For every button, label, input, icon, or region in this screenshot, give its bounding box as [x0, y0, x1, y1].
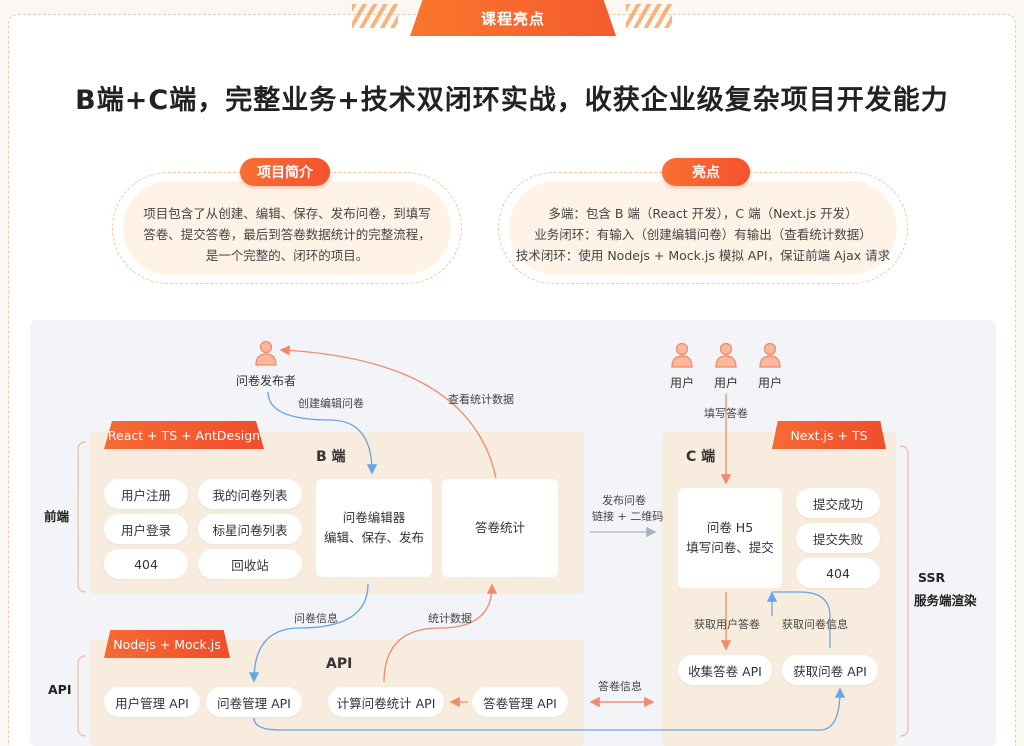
- b-pill-star-list: 标星问卷列表: [198, 514, 302, 544]
- b-pill-register: 用户注册: [104, 479, 188, 509]
- user-label: 用户: [757, 376, 782, 390]
- intro-title: 项目简介: [240, 158, 330, 186]
- b-pill-login: 用户登录: [104, 514, 188, 544]
- stats-data-label: 统计数据: [428, 612, 472, 625]
- highlights-title: 亮点: [662, 158, 750, 186]
- h5-desc: 填写问卷、提交: [686, 540, 774, 555]
- c-tech-tag: Next.js + TS: [772, 421, 886, 449]
- banner-stripes-right: [626, 4, 672, 28]
- c-end-panel: [662, 432, 896, 746]
- api-tech-tag: Nodejs + Mock.js: [104, 630, 230, 658]
- api-side-label: API: [48, 682, 72, 697]
- answer-info-label: 答卷信息: [598, 680, 642, 693]
- editor-title: 问卷编辑器: [342, 510, 406, 525]
- highlight-line: 多端：包含 B 端（React 开发），C 端（Next.js 开发）: [548, 206, 858, 221]
- fill-answer-label: 填写答卷: [704, 407, 748, 420]
- highlight-line: 技术闭环：使用 Nodejs + Mock.js 模拟 API，保证前端 Aja…: [515, 248, 891, 263]
- b-tech-tag: React + TS + AntDesign: [104, 421, 264, 449]
- c-api-pill-get: 获取问卷 API: [782, 655, 878, 685]
- questionnaire-info-label: 问卷信息: [294, 612, 338, 625]
- intro-line: 是一个完整的、闭环的项目。: [205, 248, 369, 263]
- c-api-pill-collect: 收集答卷 API: [678, 655, 772, 685]
- section-banner: 课程亮点: [410, 0, 616, 36]
- user-1: 用户: [662, 342, 702, 391]
- api-pill-stats: 计算问卷统计 API: [328, 687, 444, 717]
- c-pill-success: 提交成功: [796, 488, 880, 518]
- person-icon: [715, 342, 737, 368]
- api-pill-questionnaire: 问卷管理 API: [206, 687, 302, 717]
- api-title: API: [326, 656, 353, 672]
- api-pill-user: 用户管理 API: [104, 687, 200, 717]
- intro-line: 项目包含了从创建、编辑、保存、发布问卷，到填写: [143, 206, 431, 221]
- get-user-answer-label: 获取用户答卷: [694, 618, 760, 631]
- person-icon: [255, 340, 277, 366]
- publish-label: 发布问卷: [602, 494, 646, 507]
- get-questionnaire-label: 获取问卷信息: [782, 618, 848, 631]
- c-pill-404: 404: [796, 558, 880, 588]
- h5-card: 问卷 H5 填写问卷、提交: [678, 488, 782, 588]
- user-3: 用户: [750, 342, 790, 391]
- create-edit-label: 创建编辑问卷: [298, 397, 364, 410]
- answer-stats-card: 答卷统计: [442, 479, 558, 577]
- frontend-label: 前端: [44, 509, 70, 524]
- headline: B端+C端，完整业务+技术双闭环实战，收获企业级复杂项目开发能力: [75, 85, 949, 116]
- b-pill-404: 404: [104, 549, 188, 579]
- publish-link-label: 链接 + 二维码: [592, 510, 664, 523]
- editor-card: 问卷编辑器 编辑、保存、发布: [316, 479, 432, 577]
- ssr-label-sub: 服务端渲染: [914, 593, 977, 608]
- publisher-label: 问卷发布者: [236, 374, 297, 388]
- person-icon: [759, 342, 781, 368]
- publisher: 问卷发布者: [236, 340, 296, 389]
- h5-title: 问卷 H5: [706, 520, 754, 535]
- view-stats-label: 查看统计数据: [448, 393, 514, 406]
- editor-desc: 编辑、保存、发布: [323, 530, 424, 545]
- intro-card: 项目包含了从创建、编辑、保存、发布问卷，到填写 答卷、提交答卷，最后到答卷数据统…: [112, 172, 462, 284]
- api-pill-answer: 答卷管理 API: [472, 687, 568, 717]
- c-pill-fail: 提交失败: [796, 523, 880, 553]
- b-pill-recycle: 回收站: [198, 549, 302, 579]
- user-label: 用户: [669, 376, 694, 390]
- user-label: 用户: [713, 376, 738, 390]
- c-end-title: C 端: [686, 449, 716, 465]
- banner-stripes-left: [352, 4, 398, 28]
- b-end-title: B 端: [316, 449, 346, 465]
- highlight-line: 业务闭环：有输入（创建编辑问卷）有输出（查看统计数据）: [534, 227, 872, 242]
- intro-line: 答卷、提交答卷，最后到答卷数据统计的完整流程，: [143, 227, 431, 242]
- user-2: 用户: [706, 342, 746, 391]
- ssr-label: SSR: [918, 570, 946, 585]
- b-pill-my-list: 我的问卷列表: [198, 479, 302, 509]
- person-icon: [671, 342, 693, 368]
